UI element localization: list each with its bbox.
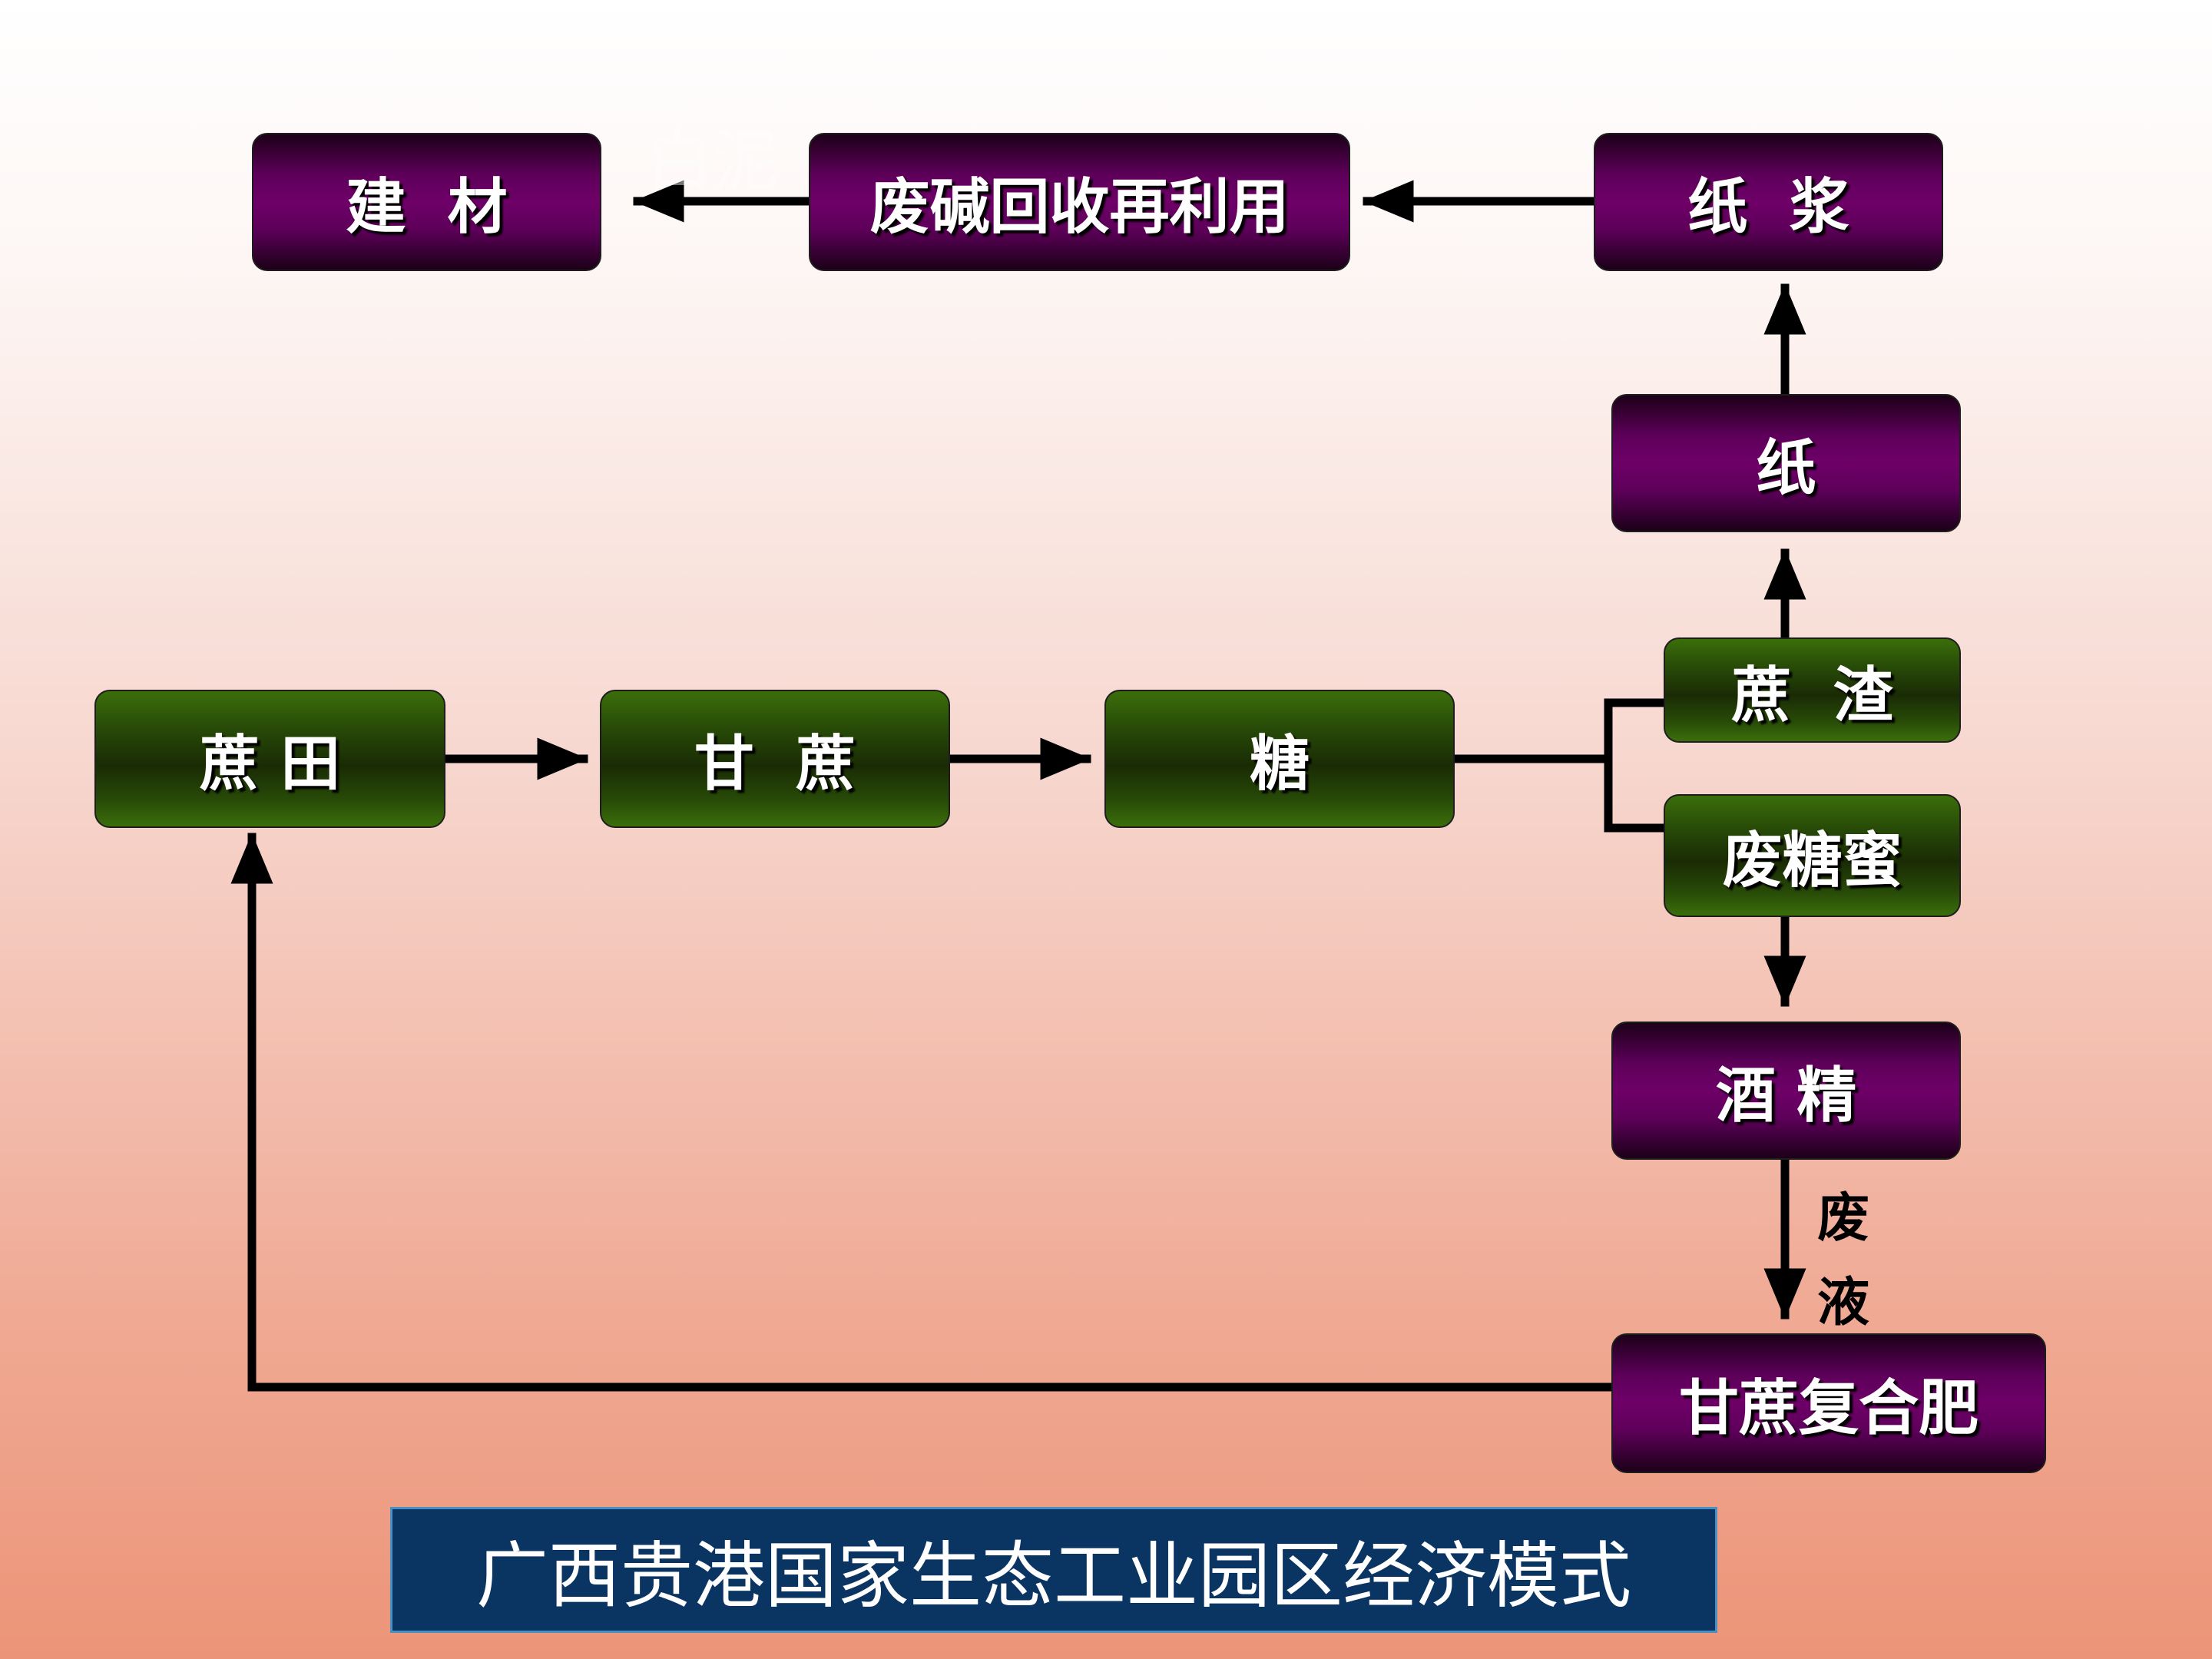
node-jiancai: 建 材 xyxy=(252,133,601,271)
node-zhezha: 蔗 渣 xyxy=(1664,637,1961,743)
faded-label: 白泥 xyxy=(647,124,779,200)
node-fuhefei: 甘蔗复合肥 xyxy=(1611,1333,2046,1473)
arrow-fuhefei-to-zhetian xyxy=(230,833,1616,1392)
node-ganzhe: 甘 蔗 xyxy=(600,690,950,828)
diagram-caption: 广西贵港国家生态工业园区经济模式 xyxy=(390,1507,1717,1633)
edge-label-ye: 液 xyxy=(1817,1272,1870,1333)
edge-label-fei: 废 xyxy=(1817,1187,1870,1249)
node-feitangmi: 废糖蜜 xyxy=(1664,794,1961,917)
node-zhetian: 蔗 田 xyxy=(94,690,445,828)
node-zhijiang: 纸 浆 xyxy=(1594,133,1943,271)
branch-bracket xyxy=(1604,698,1668,833)
node-feijian-recycle: 废碱回收再利用 xyxy=(809,133,1350,271)
node-tang: 糖 xyxy=(1104,690,1455,828)
node-jiujing: 酒 精 xyxy=(1611,1022,1961,1160)
node-zhi: 纸 xyxy=(1611,394,1961,532)
